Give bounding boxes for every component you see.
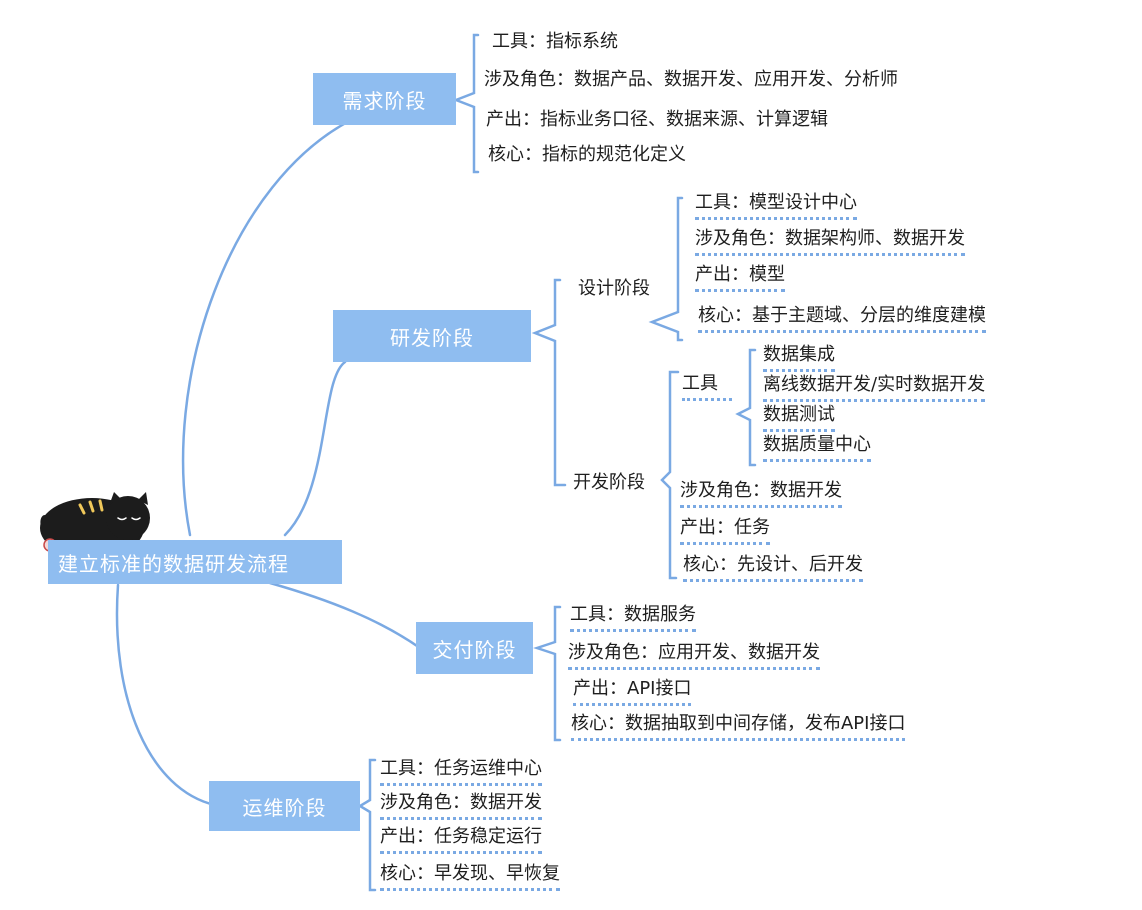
root-title: 建立标准的数据研发流程 [58, 551, 289, 576]
design-tool: 工具：模型设计中心 [695, 191, 857, 220]
ops-output: 产出：任务稳定运行 [380, 825, 542, 854]
req-roles: 涉及角色：数据产品、数据开发、应用开发、分析师 [484, 69, 898, 90]
build-tool-1: 数据集成 [763, 343, 835, 372]
bracket-design [648, 196, 684, 342]
deliver-output: 产出：API接口 [573, 677, 692, 706]
design-roles: 涉及角色：数据架构师、数据开发 [695, 227, 965, 256]
build-tool-label: 工具 [682, 372, 732, 401]
ops-core: 核心：早发现、早恢复 [380, 862, 560, 891]
link-root-deliver [268, 581, 422, 650]
build-tool-3: 数据测试 [763, 403, 835, 432]
stage-delivery: 交付阶段 [416, 622, 533, 674]
build-phase: 开发阶段 [573, 472, 645, 493]
ops-roles: 涉及角色：数据开发 [380, 791, 542, 820]
bracket-req [452, 33, 480, 174]
req-output: 产出：指标业务口径、数据来源、计算逻辑 [486, 109, 828, 130]
build-output: 产出：任务 [680, 516, 770, 545]
stage-operations: 运维阶段 [209, 781, 360, 831]
build-core: 核心：先设计、后开发 [683, 553, 863, 582]
stage-requirement: 需求阶段 [313, 73, 456, 125]
stage-development: 研发阶段 [333, 310, 531, 362]
root-node: 建立标准的数据研发流程 [48, 540, 342, 584]
design-phase: 设计阶段 [578, 278, 650, 299]
ops-tool: 工具：任务运维中心 [380, 757, 542, 786]
bracket-dev [531, 278, 567, 487]
design-output: 产出：模型 [695, 263, 785, 292]
deliver-tool: 工具：数据服务 [570, 603, 696, 632]
deliver-core: 核心：数据抽取到中间存储，发布API接口 [571, 712, 906, 741]
link-root-req [181, 116, 357, 537]
req-tool: 工具：指标系统 [492, 31, 618, 52]
bracket-tools [735, 348, 757, 467]
deliver-roles: 涉及角色：应用开发、数据开发 [568, 641, 820, 670]
req-core: 核心：指标的规范化定义 [488, 144, 686, 165]
bracket-ops [357, 758, 377, 892]
link-root-dev [283, 360, 347, 537]
build-roles: 涉及角色：数据开发 [680, 479, 842, 508]
bracket-deliver [533, 605, 562, 742]
bracket-build [660, 370, 680, 580]
link-root-ops [115, 583, 217, 807]
build-tool-4: 数据质量中心 [763, 433, 871, 462]
design-core: 核心：基于主题域、分层的维度建模 [698, 304, 986, 333]
build-tool-2: 离线数据开发/实时数据开发 [763, 373, 986, 402]
